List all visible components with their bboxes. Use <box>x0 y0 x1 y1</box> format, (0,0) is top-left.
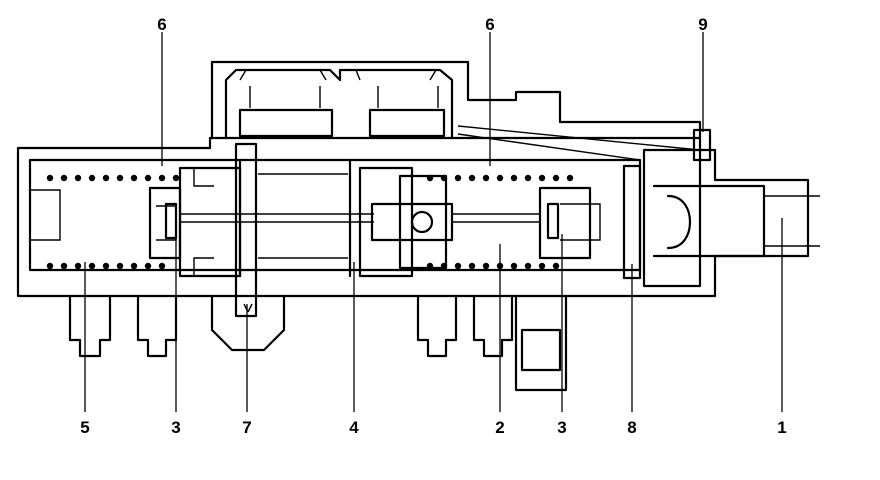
callout-4: 4 <box>349 418 359 437</box>
secondary-piston <box>148 166 374 278</box>
callout-3-left: 3 <box>171 418 180 437</box>
callout-1: 1 <box>777 418 786 437</box>
callout-8: 8 <box>627 418 636 437</box>
callout-7: 7 <box>242 418 251 437</box>
fluid-reservoir <box>210 60 702 161</box>
callout-3-right: 3 <box>557 418 566 437</box>
leader-lines <box>84 32 783 412</box>
callout-9: 9 <box>698 15 707 34</box>
callout-5: 5 <box>80 418 89 437</box>
pushrod-assembly <box>622 128 820 288</box>
primary-piston <box>358 166 601 278</box>
callout-6-middle: 6 <box>485 15 494 34</box>
callout-6-left: 6 <box>157 15 166 34</box>
outlet-ports <box>68 294 568 392</box>
pressure-chamber <box>234 142 352 318</box>
callout-2: 2 <box>495 418 504 437</box>
